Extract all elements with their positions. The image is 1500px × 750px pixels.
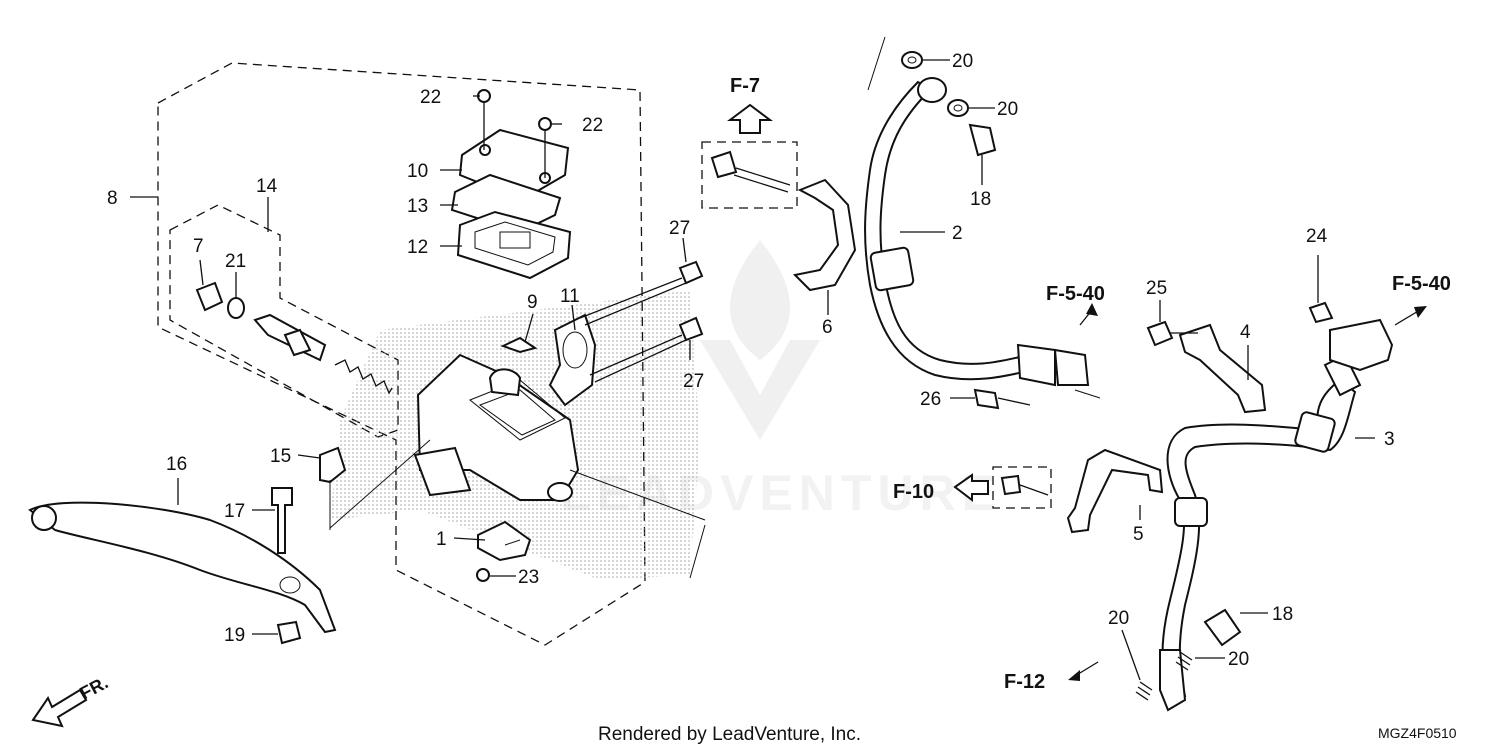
callout-22a: 22 (420, 87, 441, 108)
nut-19 (276, 620, 302, 645)
callout-2: 2 (952, 223, 963, 244)
brake-hose-2 (864, 80, 1034, 381)
callout-3: 3 (1384, 429, 1395, 450)
callout-1: 1 (436, 529, 447, 550)
ref-f5-40-center: F-5-40 (1046, 283, 1105, 305)
bolt-27a (579, 260, 704, 326)
callout-20b: 20 (997, 99, 1018, 120)
render-credit: Rendered by LeadVenture, Inc. (598, 724, 861, 745)
hose-3-lower-fitting (1159, 649, 1187, 712)
master-cylinder-mount (413, 446, 472, 497)
clip-9 (500, 336, 538, 354)
bolt-f7 (710, 150, 738, 179)
junction-24 (1329, 318, 1394, 372)
callout-20d: 20 (1228, 649, 1249, 670)
assembly-8-boundary (157, 62, 646, 646)
bracket-5 (1066, 448, 1164, 534)
hose-upper-group (701, 36, 1101, 410)
callout-25: 25 (1146, 278, 1167, 299)
callout-9: 9 (527, 292, 538, 313)
callout-6: 6 (822, 317, 833, 338)
callout-17: 17 (224, 501, 245, 522)
brake-lever (28, 501, 337, 634)
seal-21 (227, 297, 245, 319)
callout-10: 10 (407, 161, 428, 182)
washer-20c (1175, 651, 1193, 671)
callout-23: 23 (518, 567, 539, 588)
bolt-f10 (1000, 474, 1022, 496)
pivot-bolt-15 (319, 446, 347, 484)
bolt-18b (1203, 608, 1242, 647)
banjo-fitting (917, 77, 947, 103)
callout-7: 7 (193, 236, 204, 257)
f10-arrow (953, 473, 989, 503)
leader-lines (130, 59, 1375, 681)
callout-14: 14 (256, 176, 278, 197)
fr-arrow-icon (31, 688, 88, 728)
spring (334, 359, 393, 395)
brake-switch (477, 520, 532, 562)
callout-16: 16 (166, 454, 187, 475)
sight-glass (488, 368, 522, 397)
washer-20d (1135, 681, 1153, 701)
callout-15: 15 (270, 446, 291, 467)
ref-f12: F-12 (1004, 671, 1045, 693)
callout-22b: 22 (582, 115, 603, 136)
callout-8: 8 (107, 188, 118, 209)
piston-cup-7 (195, 281, 224, 312)
callout-20a: 20 (952, 51, 973, 72)
bolt-26 (973, 388, 1000, 410)
callout-27b: 27 (683, 371, 704, 392)
diagram-code: MGZ4F0510 (1378, 725, 1457, 741)
bolt-25 (1146, 320, 1174, 347)
front-direction-indicator: FR. (31, 672, 111, 728)
callout-4: 4 (1240, 322, 1251, 343)
ref-f7: F-7 (730, 75, 760, 97)
section-references: F-7 F-5-40 F-5-40 F-10 F-12 (730, 75, 1451, 693)
bracket-6 (792, 178, 857, 292)
callout-5: 5 (1133, 524, 1144, 545)
callout-21: 21 (225, 251, 246, 272)
callout-19: 19 (224, 625, 245, 646)
hose-clamp-2 (869, 246, 915, 292)
ref-f10: F-10 (893, 481, 934, 503)
callout-12: 12 (407, 237, 428, 258)
hose-lower-group (953, 301, 1427, 712)
callout-labels: 1 2 3 4 5 6 7 8 9 10 11 12 13 14 15 16 1… (107, 51, 1395, 670)
bolt-27b (589, 316, 704, 383)
hose-2-fitting (1053, 348, 1090, 386)
ref-f5-40-right: F-5-40 (1392, 273, 1451, 295)
hose-clamp-3b (1174, 497, 1208, 527)
callout-24: 24 (1306, 226, 1328, 247)
callout-18a: 18 (970, 189, 991, 210)
callout-11: 11 (560, 286, 580, 307)
callout-18b: 18 (1272, 604, 1293, 625)
f10-box (992, 466, 1052, 509)
bracket-4 (1178, 323, 1267, 414)
master-cylinder-group (28, 62, 706, 646)
f7-arrow (727, 103, 773, 134)
screw-23 (476, 568, 490, 582)
washer-20a (901, 51, 923, 69)
callout-13: 13 (407, 196, 428, 217)
pivot-bolt-17 (271, 487, 293, 554)
hose-clamp-3 (1294, 411, 1336, 453)
bolt-24 (1308, 301, 1334, 324)
bolt-18a (968, 123, 997, 157)
screw-22a (477, 89, 491, 150)
washer-20b (947, 99, 969, 117)
f7-box (701, 141, 798, 209)
callout-27a: 27 (669, 218, 690, 239)
callout-26: 26 (920, 389, 941, 410)
callout-20c: 20 (1108, 608, 1129, 629)
